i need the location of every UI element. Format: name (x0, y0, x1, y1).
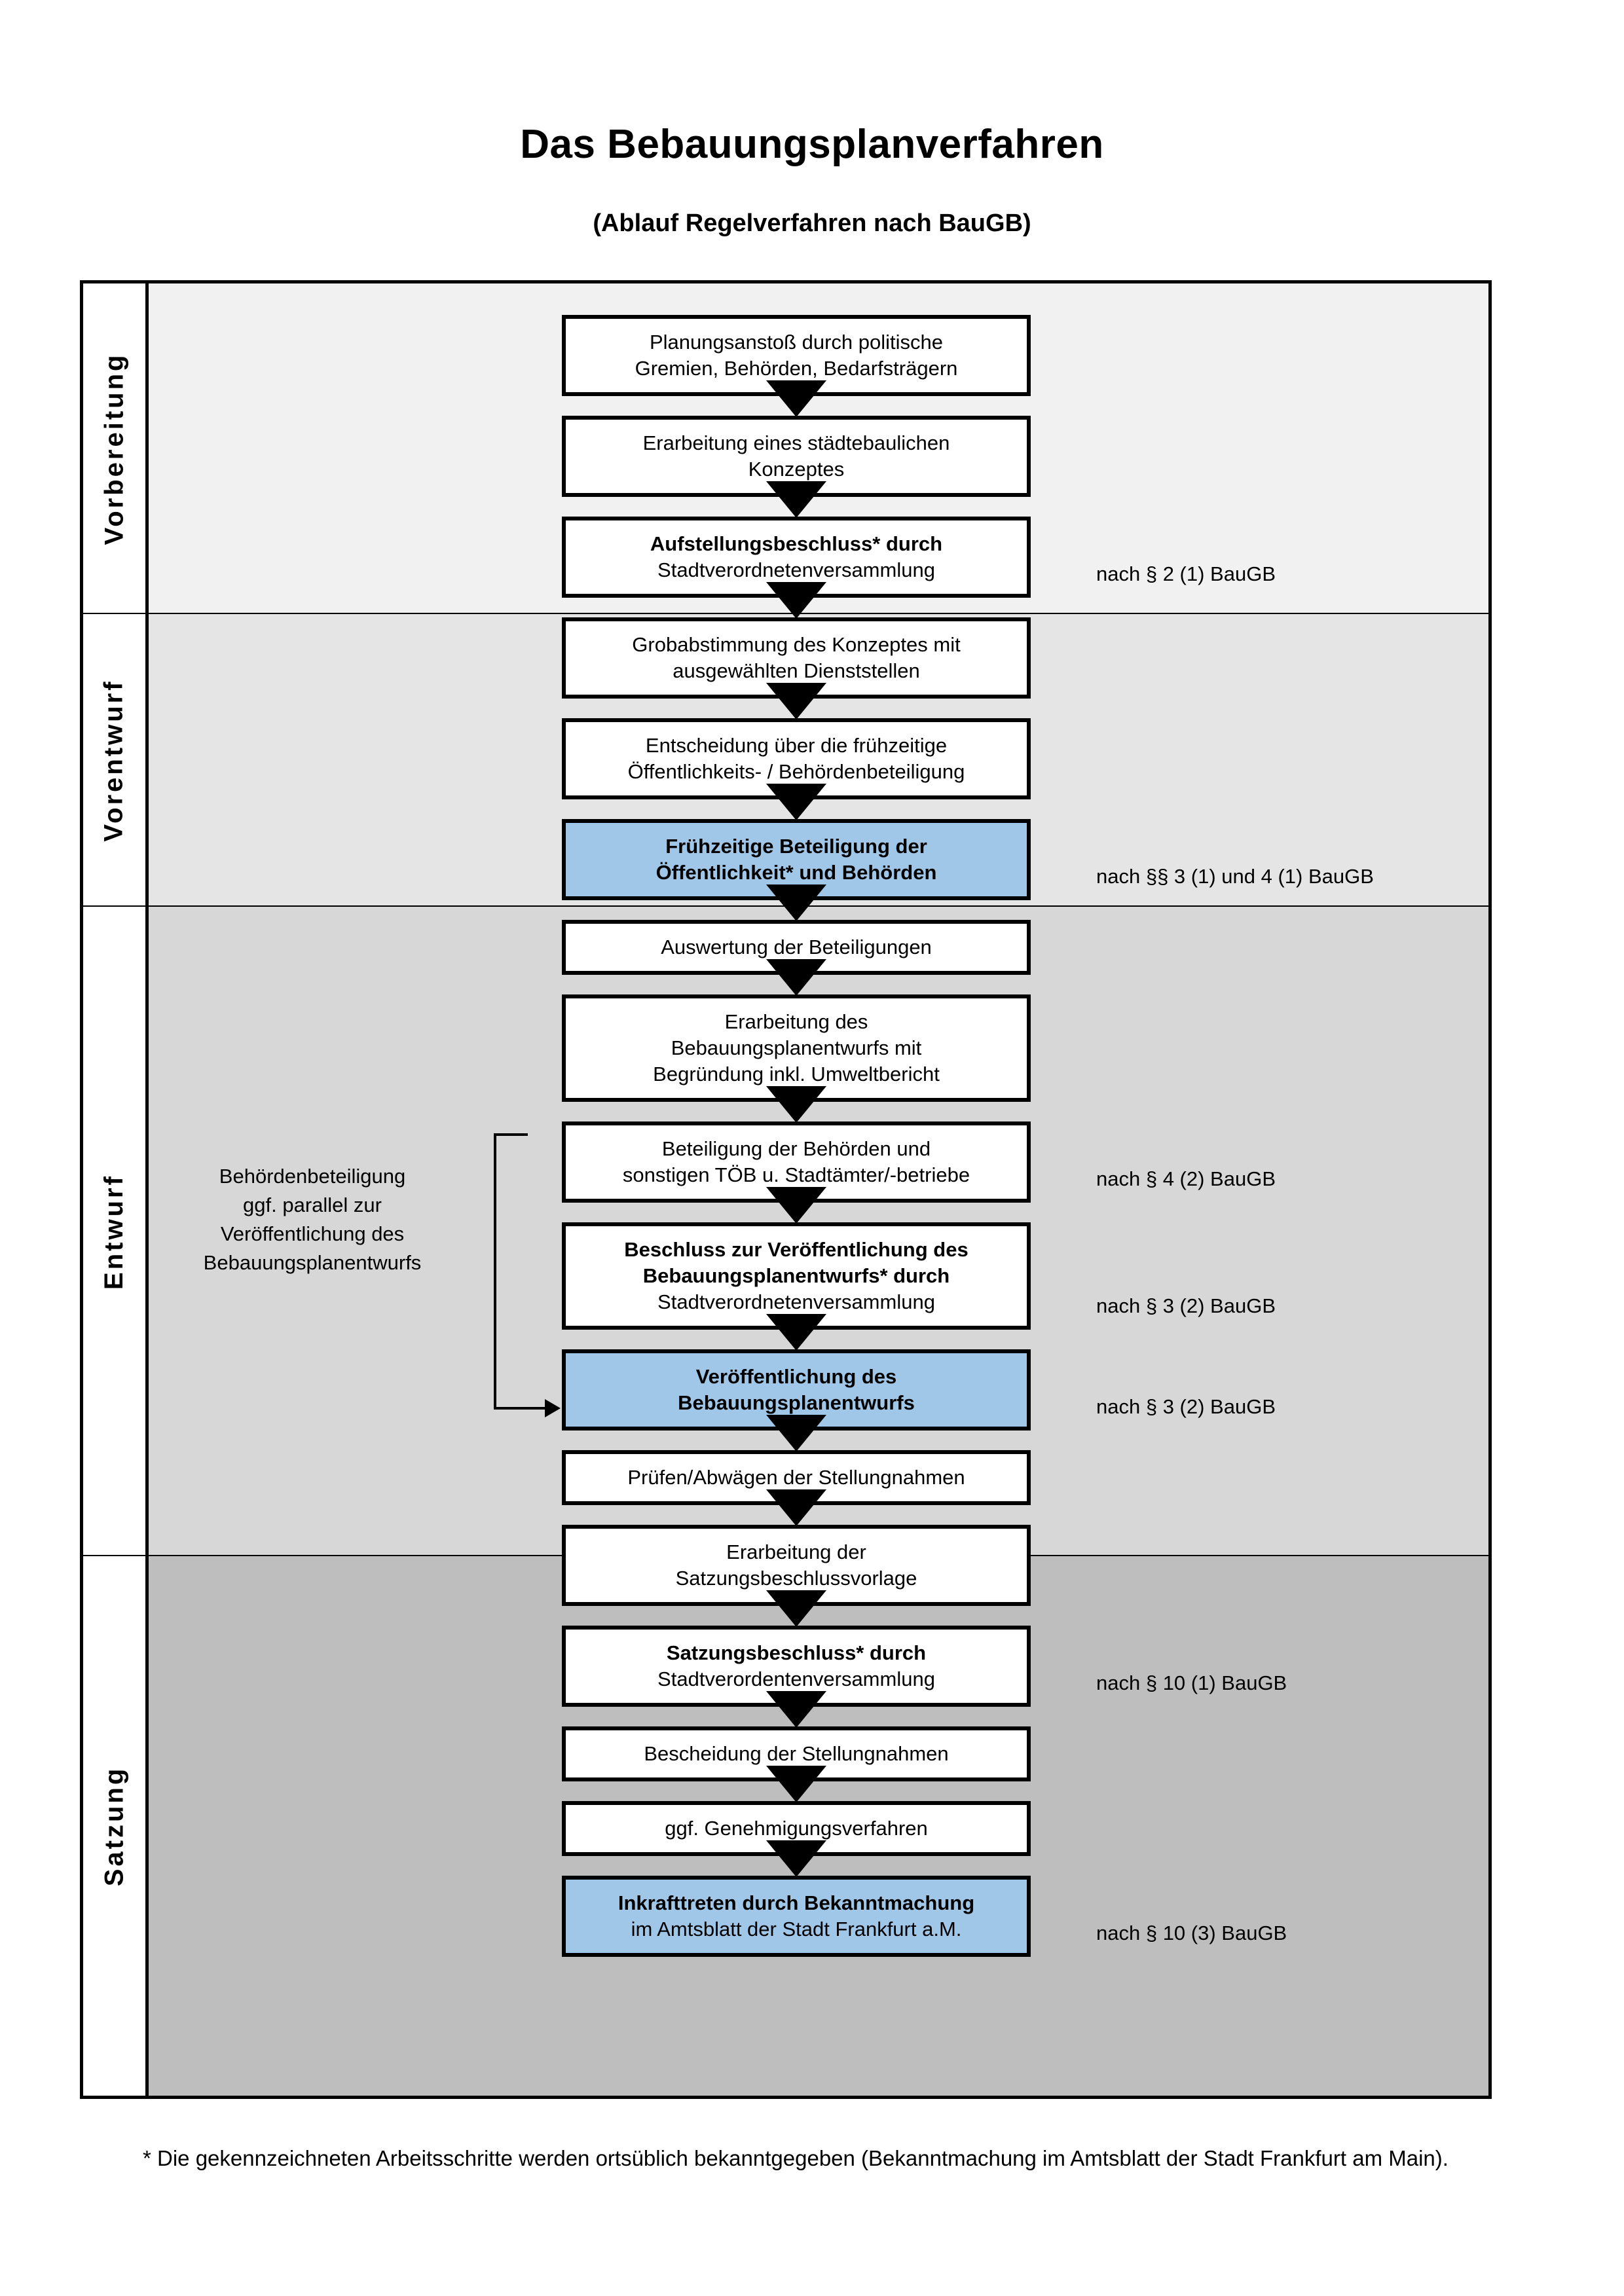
box-line: Stadtverordnetenversammlung (657, 1290, 935, 1313)
note-beschluss: nach § 3 (2) BauGB (1096, 1294, 1276, 1317)
flow-arrow (766, 1590, 826, 1627)
box-line: Bebauungsplanentwurfs mit (671, 1036, 922, 1060)
box-line: im Amtsblatt der Stadt Frankfurt a.M. (631, 1918, 962, 1941)
box-line: sonstigen TÖB u. Stadtämter/-betriebe (622, 1163, 970, 1186)
box-line: Begründung inkl. Umweltbericht (653, 1062, 940, 1085)
note-behoerden: nach § 4 (2) BauGB (1096, 1167, 1276, 1190)
phase-label: Vorbereitung (100, 352, 128, 545)
bracket-arrowhead-icon (545, 1399, 561, 1417)
parallel-note-line: Bebauungsplanentwurfs (203, 1251, 422, 1275)
parallel-note-line: ggf. parallel zur (243, 1194, 382, 1217)
process-box-inkrafttreten[interactable]: Inkrafttreten durch Bekanntmachung im Amt… (562, 1876, 1031, 1957)
bracket-vertical-segment (494, 1133, 496, 1407)
box-line: Stadtverordnetenversammlung (657, 558, 935, 581)
box-line: Bescheidung der Stellungnahmen (644, 1742, 949, 1766)
bracket-bottom-segment (494, 1407, 546, 1410)
box-line: Konzeptes (748, 458, 845, 481)
flow-arrow (766, 1840, 826, 1877)
flow-arrow (766, 481, 826, 518)
box-line: Grobabstimmung des Konzeptes mit (632, 633, 961, 657)
phase-label-cell-vorbereitung: Vorbereitung (83, 283, 149, 614)
box-line: Satzungsbeschluss* durch (666, 1641, 927, 1665)
box-line: Inkrafttreten durch Bekanntmachung (618, 1891, 975, 1915)
bracket-top-segment (494, 1133, 528, 1136)
phase-label: Vorentwurf (100, 679, 128, 842)
note-aufstellungsbeschluss: nach § 2 (1) BauGB (1096, 562, 1276, 585)
footnote-line-2: Frankfurt am Main). (1260, 2146, 1449, 2170)
box-line: Gremien, Behörden, Bedarfsträgern (635, 357, 958, 380)
flow-arrow (766, 784, 826, 820)
flow-arrow (766, 884, 826, 921)
box-line: Aufstellungsbeschluss* durch (650, 532, 943, 556)
flow-arrow (766, 1415, 826, 1451)
box-line: Entscheidung über die frühzeitige (645, 734, 948, 757)
box-line: ggf. Genehmigungsverfahren (665, 1817, 928, 1840)
flow-arrow (766, 1691, 826, 1728)
box-line: Erarbeitung eines städtebaulichen (642, 431, 950, 455)
box-line: Auswertung der Beteiligungen (661, 936, 932, 959)
box-line: Erarbeitung der (726, 1540, 866, 1564)
box-line: Beteiligung der Behörden und (661, 1137, 931, 1161)
flow-arrow (766, 1766, 826, 1802)
page-title: Das Bebauungsplanverfahren (520, 122, 1104, 167)
footnote-line-1: * Die gekennzeichneten Arbeitsschritte w… (143, 2146, 1254, 2170)
phase-label-cell-vorentwurf: Vorentwurf (83, 614, 149, 907)
box-line: Bebauungsplanentwurfs (678, 1391, 915, 1414)
box-line: Öffentlichkeit* und Behörden (655, 861, 937, 884)
phase-label: Satzung (100, 1766, 129, 1886)
note-fruehzeitige: nach §§ 3 (1) und 4 (1) BauGB (1096, 865, 1374, 888)
page-subtitle: (Ablauf Regelverfahren nach BauGB) (593, 210, 1031, 237)
box-line: Erarbeitung des (724, 1010, 868, 1034)
flow-arrow (766, 380, 826, 417)
note-satzungsbeschluss: nach § 10 (1) BauGB (1096, 1671, 1287, 1694)
box-line: Frühzeitige Beteiligung der (665, 835, 927, 858)
phase-label-cell-satzung: Satzung (83, 1556, 149, 2096)
footnote: * Die gekennzeichneten Arbeitsschritte w… (143, 2142, 1492, 2175)
box-line: Veröffentlichung des (695, 1365, 897, 1389)
box-line: Satzungsbeschlussvorlage (675, 1567, 917, 1590)
box-line: Prüfen/Abwägen der Stellungnahmen (627, 1466, 965, 1489)
note-veroeffentlichung: nach § 3 (2) BauGB (1096, 1395, 1276, 1418)
parallel-note-line: Veröffentlichung des (220, 1222, 405, 1246)
box-line: Beschluss zur Veröffentlichung des (624, 1238, 969, 1262)
flow-arrow (766, 959, 826, 996)
phase-label: Entwurf (100, 1173, 128, 1290)
note-inkrafttreten: nach § 10 (3) BauGB (1096, 1922, 1287, 1944)
box-line: Stadtverordentenversammlung (657, 1667, 935, 1690)
parallel-note-line: Behördenbeteiligung (219, 1165, 406, 1188)
box-line: Bebauungsplanentwurfs* durch (642, 1264, 950, 1288)
flow-arrow (766, 1314, 826, 1351)
flow-arrow (766, 683, 826, 720)
phase-label-cell-entwurf: Entwurf (83, 907, 149, 1556)
box-line: Öffentlichkeits- / Behördenbeteiligung (627, 760, 965, 783)
flow-arrow (766, 1086, 826, 1123)
box-line: ausgewählten Dienststellen (673, 659, 920, 682)
flow-arrow (766, 1489, 826, 1526)
box-line: Planungsanstoß durch politische (649, 331, 944, 354)
flow-arrow (766, 582, 826, 619)
flow-arrow (766, 1187, 826, 1224)
